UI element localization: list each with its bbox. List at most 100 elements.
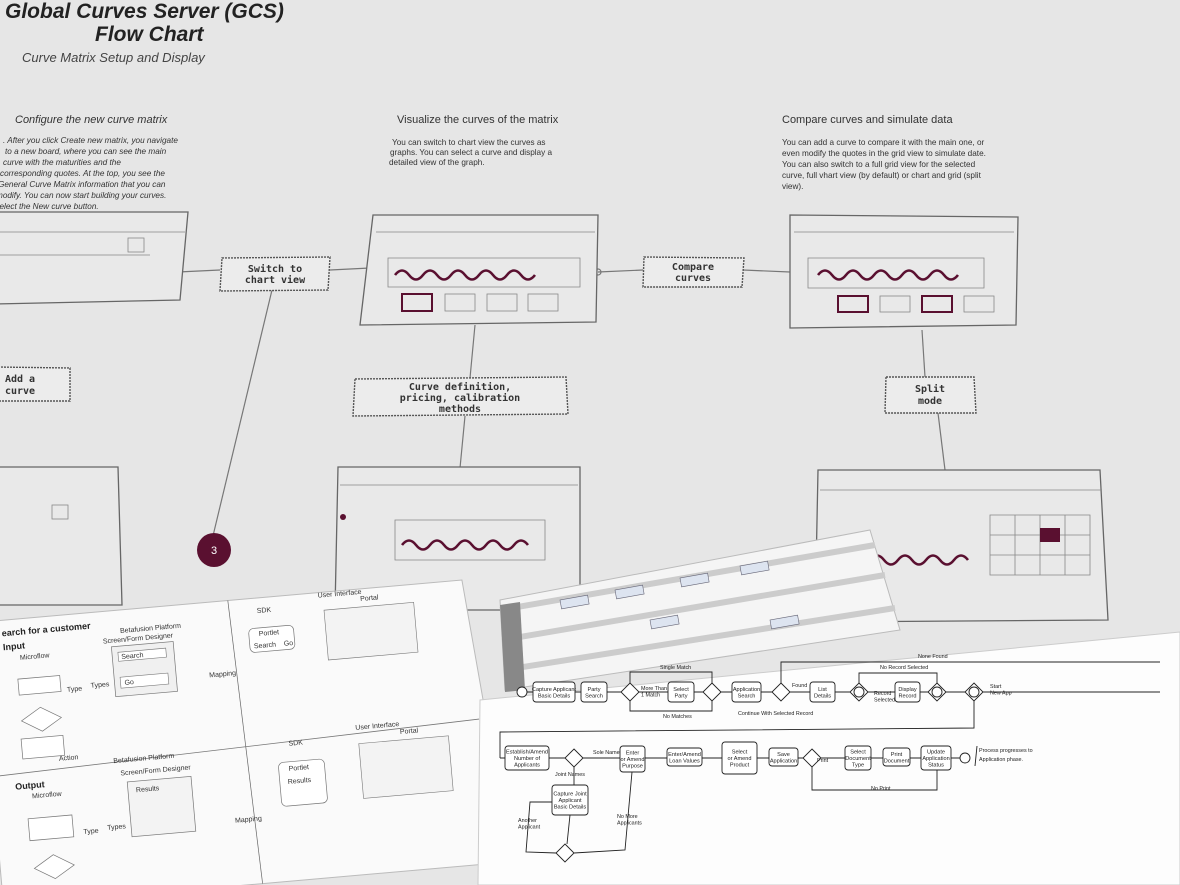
svg-text:Portlet: Portlet	[288, 764, 309, 773]
diagram-label: Selected	[874, 698, 895, 704]
diagram-label: 1 Match	[641, 693, 660, 699]
diagram-label: No Matches	[663, 714, 692, 720]
curve-wave	[393, 269, 537, 281]
task-label: Enter	[626, 751, 640, 757]
diagram-label: Found	[792, 683, 807, 689]
text-line: curve, full vhart view (by default) or c…	[782, 171, 982, 180]
svg-text:Action: Action	[59, 754, 79, 763]
step-compare-curves: Compare curves	[642, 256, 745, 288]
svg-text:SDK: SDK	[257, 607, 272, 615]
process-task	[721, 741, 758, 775]
process-task	[882, 747, 911, 767]
svg-text:Compare: Compare	[672, 262, 714, 273]
wireframe-compare-view	[789, 214, 1019, 329]
section-text-configure: . After you click Create new matrix, you…	[0, 136, 178, 211]
task-label: Party	[674, 693, 687, 699]
add-icon	[51, 504, 69, 520]
task-label: Search	[738, 693, 756, 699]
task-label: Search	[585, 693, 603, 699]
sequence-flow	[811, 767, 938, 791]
diagram-label: No Print	[871, 786, 891, 792]
svg-text:Search: Search	[254, 642, 277, 651]
svg-text:pricing, calibration: pricing, calibration	[400, 392, 520, 404]
diagram-label: Continue With Selected Record	[738, 711, 813, 717]
task-label: Purpose	[622, 764, 643, 770]
end-note: Application phase.	[979, 757, 1023, 763]
task-label: Loan Values	[669, 758, 700, 764]
svg-text:SDK: SDK	[288, 740, 303, 748]
process-task	[768, 747, 799, 767]
process-task	[667, 681, 695, 703]
event-gateway-circle	[853, 686, 865, 698]
task-label: Document	[845, 756, 871, 762]
task-label: Capture Joint	[553, 792, 587, 798]
task-label: Basic Details	[538, 693, 571, 699]
task-label: Update	[927, 750, 945, 756]
add-icon	[127, 237, 145, 253]
task-label: Type	[852, 763, 864, 769]
svg-text:Types: Types	[107, 823, 127, 832]
task-label: Application	[922, 756, 949, 762]
task-label: or Amend	[728, 756, 752, 762]
svg-text:chart view: chart view	[245, 274, 306, 286]
text-line: You can also switch to a full grid view …	[782, 160, 976, 169]
svg-text:Portal: Portal	[400, 727, 419, 736]
svg-text:Type: Type	[83, 828, 99, 836]
sequence-flow	[629, 671, 713, 683]
text-line: corresponding quotes. At the top, you se…	[0, 169, 165, 178]
task-label: Enter/Amend	[668, 752, 701, 758]
svg-text:Curve definition,: Curve definition,	[409, 381, 511, 393]
output-label: Output	[15, 779, 45, 792]
task-label: Product	[730, 763, 750, 769]
input-label: Input	[3, 640, 26, 652]
svg-text:Portlet: Portlet	[259, 629, 280, 638]
svg-text:Split: Split	[915, 383, 945, 395]
task-label: Details	[814, 693, 831, 699]
title-line-1: Global Curves Server (GCS)	[5, 0, 284, 23]
task-label: Display	[898, 687, 917, 693]
task-label: Number of	[514, 756, 541, 762]
diagram-label: Joint Names	[555, 772, 585, 778]
svg-text:Mapping: Mapping	[235, 815, 262, 824]
text-line: Select the New curve button.	[0, 202, 99, 211]
text-line: even modify the quotes in the grid view …	[782, 149, 986, 158]
step-badge: 3	[197, 533, 231, 567]
subtitle: Curve Matrix Setup and Display	[22, 50, 206, 65]
diagram-label: Applicants	[617, 821, 642, 827]
svg-text:Go: Go	[284, 640, 294, 648]
svg-text:Portal: Portal	[360, 594, 379, 603]
sequence-flow	[780, 661, 1160, 683]
sequence-flow	[566, 814, 571, 845]
process-task	[504, 745, 550, 771]
sequence-flow	[525, 801, 557, 854]
text-line: to a new board, where you can see the ma…	[5, 147, 167, 156]
svg-text:curve: curve	[5, 386, 35, 397]
section-heading-visualize: Visualize the curves of the matrix	[397, 114, 559, 126]
task-label: Application	[733, 687, 760, 693]
svg-text:3: 3	[211, 545, 217, 557]
text-line: curve with the maturities and the	[3, 158, 121, 167]
svg-text:Switch to: Switch to	[248, 263, 302, 275]
annotation-bracket	[974, 745, 978, 767]
svg-text:Type: Type	[67, 686, 83, 694]
svg-text:methods: methods	[439, 404, 481, 415]
section-text-visualize: You can switch to chart view the curves …	[389, 138, 552, 167]
end-note: Process progresses to	[979, 748, 1033, 754]
process-task	[580, 681, 608, 703]
process-task	[844, 745, 872, 771]
task-label: Applicants	[514, 763, 540, 769]
svg-text:curves: curves	[675, 273, 711, 284]
wireframe-add-curve	[0, 466, 123, 606]
text-line: modify. You can now start building your …	[0, 191, 166, 200]
task-label: Select	[673, 687, 689, 693]
diagram-label: Another	[518, 818, 537, 824]
step-curve-definition: Curve definition, pricing, calibration m…	[352, 376, 569, 417]
process-task	[809, 681, 836, 703]
gateway-diamond	[771, 682, 791, 702]
curve-wave	[816, 269, 960, 281]
text-line: detailed view of the graph.	[389, 158, 485, 167]
diagram-label: Applicant	[518, 825, 541, 831]
process-task	[619, 745, 646, 773]
svg-text:Types: Types	[90, 681, 110, 690]
